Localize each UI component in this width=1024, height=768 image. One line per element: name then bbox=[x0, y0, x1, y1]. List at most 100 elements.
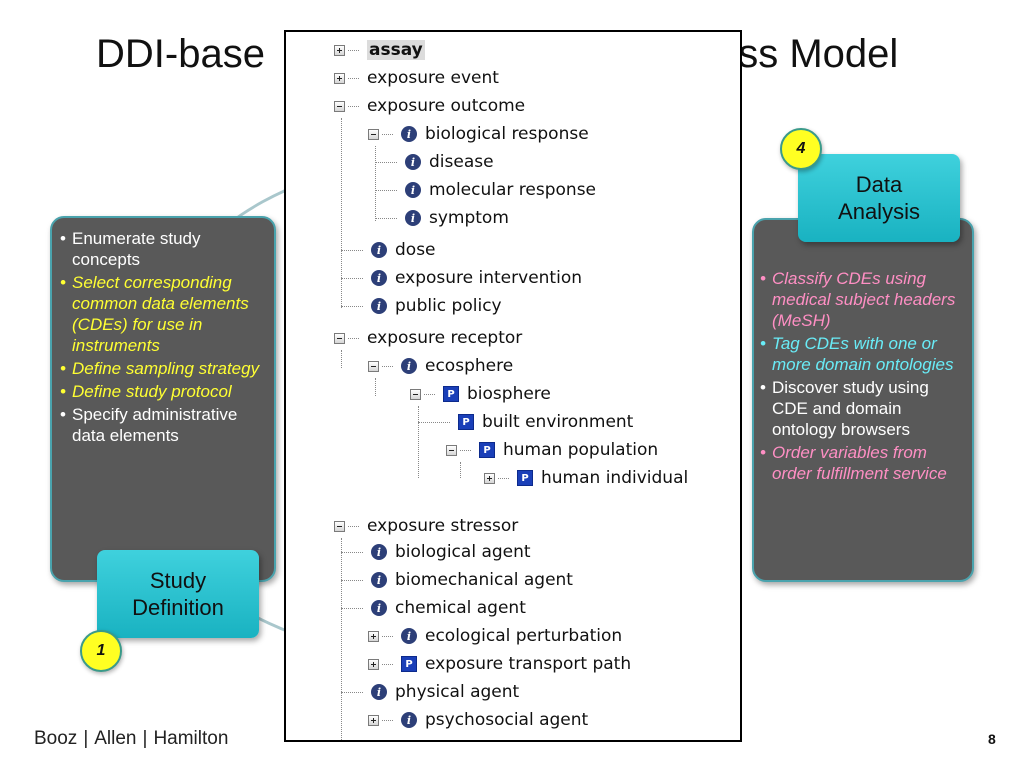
tree-connector bbox=[348, 105, 359, 107]
info-icon: i bbox=[371, 600, 387, 616]
tree-node-human-individual[interactable]: P human individual bbox=[484, 466, 688, 490]
tree-node-psychosocial-agent[interactable]: i psychosocial agent bbox=[368, 708, 588, 732]
data-analysis-list: Classify CDEs using medical subject head… bbox=[754, 220, 972, 484]
info-icon: i bbox=[371, 544, 387, 560]
tree-node-disease[interactable]: i disease bbox=[375, 150, 494, 174]
expand-icon[interactable] bbox=[334, 44, 345, 56]
tree-node-exposure-event[interactable]: exposure event bbox=[334, 66, 499, 90]
tree-node-label: exposure outcome bbox=[367, 96, 526, 116]
page-number: 8 bbox=[988, 731, 996, 747]
tree-connector bbox=[341, 249, 363, 251]
tree-node-biomechanical-agent[interactable]: i biomechanical agent bbox=[341, 568, 573, 592]
collapse-icon[interactable] bbox=[334, 520, 345, 532]
study-bullet-protocol: Define study protocol bbox=[58, 381, 268, 402]
data-analysis-panel: Classify CDEs using medical subject head… bbox=[752, 218, 974, 582]
info-icon: i bbox=[371, 270, 387, 286]
study-bullet-select-cdes: Select corresponding common data element… bbox=[58, 272, 268, 356]
tree-connector bbox=[341, 579, 363, 581]
tree-node-exposure-receptor[interactable]: exposure receptor bbox=[334, 326, 522, 350]
tree-node-biological-agent[interactable]: i biological agent bbox=[341, 540, 531, 564]
expand-icon[interactable] bbox=[484, 472, 495, 484]
tree-guide-line bbox=[418, 406, 419, 478]
tree-node-label: biosphere bbox=[467, 384, 551, 404]
data-analysis-box[interactable]: Data Analysis bbox=[798, 154, 960, 242]
analysis-bullet-discover: Discover study using CDE and domain onto… bbox=[758, 377, 966, 440]
data-analysis-label-1: Data bbox=[855, 172, 903, 197]
tree-connector bbox=[341, 691, 363, 693]
expand-icon[interactable] bbox=[368, 630, 379, 642]
tree-node-label: dose bbox=[395, 240, 436, 260]
tree-connector bbox=[348, 337, 359, 339]
tree-connector bbox=[382, 365, 393, 367]
tree-node-label: exposure intervention bbox=[395, 268, 582, 288]
tree-node-exposure-outcome[interactable]: exposure outcome bbox=[334, 94, 525, 118]
tree-connector bbox=[418, 421, 450, 423]
info-icon: i bbox=[401, 712, 417, 728]
expand-icon[interactable] bbox=[368, 714, 379, 726]
tree-node-label: biomechanical agent bbox=[395, 570, 573, 590]
tree-node-label: psychosocial agent bbox=[425, 710, 589, 730]
tree-node-exposure-transport-path[interactable]: P exposure transport path bbox=[368, 652, 631, 676]
tree-connector bbox=[382, 635, 393, 637]
tree-node-chemical-agent[interactable]: i chemical agent bbox=[341, 596, 526, 620]
tree-node-label: disease bbox=[429, 152, 494, 172]
brand-booz: Booz bbox=[34, 728, 78, 749]
tree-node-dose[interactable]: i dose bbox=[341, 238, 436, 262]
ontology-tree-popup: assay exposure event exposure outcome i … bbox=[284, 30, 742, 742]
tree-connector bbox=[498, 477, 509, 479]
tree-node-human-population[interactable]: P human population bbox=[446, 438, 658, 462]
slide-title-left: DDI-base bbox=[96, 32, 265, 76]
info-icon: i bbox=[405, 154, 421, 170]
tree-connector bbox=[460, 449, 471, 451]
collapse-icon[interactable] bbox=[446, 444, 457, 456]
tree-node-exposure-stressor[interactable]: exposure stressor bbox=[334, 514, 518, 538]
tree-connector bbox=[341, 607, 363, 609]
tree-node-biological-response[interactable]: i biological response bbox=[368, 122, 589, 146]
expand-icon[interactable] bbox=[368, 658, 379, 670]
tree-node-label: ecosphere bbox=[425, 356, 514, 376]
tree-node-label: biological response bbox=[425, 124, 589, 144]
tree-node-assay[interactable]: assay bbox=[334, 38, 425, 62]
step-4-badge: 4 bbox=[780, 128, 822, 170]
tree-node-label: public policy bbox=[395, 296, 502, 316]
brand-allen: Allen bbox=[94, 728, 137, 749]
study-definition-label-1: Study bbox=[149, 568, 207, 593]
tree-node-biosphere[interactable]: P biosphere bbox=[410, 382, 551, 406]
tree-node-symptom[interactable]: i symptom bbox=[375, 206, 509, 230]
info-icon: i bbox=[401, 126, 417, 142]
tree-connector bbox=[348, 525, 359, 527]
collapse-icon[interactable] bbox=[368, 128, 379, 140]
p-icon: P bbox=[479, 442, 495, 458]
tree-node-label: molecular response bbox=[429, 180, 597, 200]
tree-connector bbox=[341, 551, 363, 553]
tree-node-built-environment[interactable]: P built environment bbox=[418, 410, 633, 434]
p-icon: P bbox=[458, 414, 474, 430]
tree-connector bbox=[348, 49, 359, 51]
expand-icon[interactable] bbox=[334, 72, 345, 84]
tree-connector bbox=[375, 161, 397, 163]
tree-node-physical-agent[interactable]: i physical agent bbox=[341, 680, 519, 704]
collapse-icon[interactable] bbox=[410, 388, 421, 400]
tree-guide-line bbox=[341, 538, 342, 740]
brand-logo: Booz|Allen|Hamilton bbox=[34, 728, 228, 750]
tree-guide-line bbox=[460, 462, 461, 478]
tree-node-public-policy[interactable]: i public policy bbox=[341, 294, 502, 318]
tree-node-exposure-intervention[interactable]: i exposure intervention bbox=[341, 266, 582, 290]
study-bullet-sampling: Define sampling strategy bbox=[58, 358, 268, 379]
collapse-icon[interactable] bbox=[334, 332, 345, 344]
tree-node-molecular-response[interactable]: i molecular response bbox=[375, 178, 596, 202]
tree-node-ecological-perturbation[interactable]: i ecological perturbation bbox=[368, 624, 622, 648]
info-icon: i bbox=[401, 358, 417, 374]
tree-connector bbox=[341, 305, 363, 307]
tree-node-label: symptom bbox=[429, 208, 509, 228]
collapse-icon[interactable] bbox=[334, 100, 345, 112]
tree-guide-line bbox=[375, 146, 376, 221]
p-icon: P bbox=[517, 470, 533, 486]
tree-node-ecosphere[interactable]: i ecosphere bbox=[368, 354, 513, 378]
collapse-icon[interactable] bbox=[368, 360, 379, 372]
tree-connector bbox=[375, 217, 397, 219]
tree-connector bbox=[375, 189, 397, 191]
info-icon: i bbox=[371, 298, 387, 314]
tree-node-label: human individual bbox=[541, 468, 689, 488]
study-definition-box[interactable]: Study Definition bbox=[97, 550, 259, 638]
